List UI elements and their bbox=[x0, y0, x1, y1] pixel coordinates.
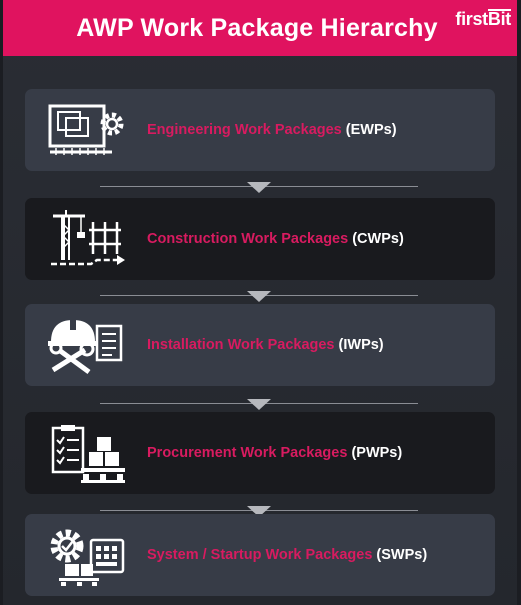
package-abbr: (IWPs) bbox=[338, 337, 384, 353]
down-arrow-icon bbox=[247, 182, 271, 193]
package-card-procurement: Procurement Work Packages (PWPs) bbox=[25, 412, 495, 494]
package-name: Procurement Work Packages bbox=[147, 445, 348, 461]
package-abbr: (EWPs) bbox=[345, 122, 397, 138]
down-arrow-icon bbox=[247, 506, 271, 517]
down-arrow-icon bbox=[247, 399, 271, 410]
firstbit-logo: firstBit bbox=[455, 9, 511, 30]
down-arrow-icon bbox=[247, 291, 271, 302]
package-label: System / Startup Work Packages (SWPs) bbox=[147, 547, 427, 563]
package-label: Construction Work Packages (CWPs) bbox=[147, 231, 404, 247]
package-label: Installation Work Packages (IWPs) bbox=[147, 337, 384, 353]
crane-scaffold-icon bbox=[45, 206, 127, 272]
package-abbr: (SWPs) bbox=[376, 547, 428, 563]
package-name: Installation Work Packages bbox=[147, 337, 335, 353]
gear-control-panel-icon bbox=[45, 522, 127, 588]
hierarchy-connector bbox=[100, 506, 418, 524]
package-abbr: (PWPs) bbox=[351, 445, 403, 461]
hierarchy-connector bbox=[100, 182, 418, 200]
blueprint-gear-icon bbox=[45, 97, 127, 163]
package-card-construction: Construction Work Packages (CWPs) bbox=[25, 198, 495, 280]
package-name: System / Startup Work Packages bbox=[147, 547, 373, 563]
package-label: Engineering Work Packages (EWPs) bbox=[147, 122, 397, 138]
page-title: AWP Work Package Hierarchy bbox=[76, 13, 438, 42]
package-card-engineering: Engineering Work Packages (EWPs) bbox=[25, 89, 495, 171]
package-abbr: (CWPs) bbox=[352, 231, 404, 247]
hierarchy-connector bbox=[100, 399, 418, 417]
package-card-installation: Installation Work Packages (IWPs) bbox=[25, 304, 495, 386]
package-label: Procurement Work Packages (PWPs) bbox=[147, 445, 402, 461]
hierarchy-connector bbox=[100, 291, 418, 309]
hardhat-wrench-checklist-icon bbox=[45, 312, 127, 378]
package-name: Engineering Work Packages bbox=[147, 122, 342, 138]
logo-text-bit: Bit bbox=[487, 9, 511, 29]
checklist-pallet-icon bbox=[45, 420, 127, 486]
package-name: Construction Work Packages bbox=[147, 231, 349, 247]
package-card-system-startup: System / Startup Work Packages (SWPs) bbox=[25, 514, 495, 596]
header-banner: AWP Work Package Hierarchy firstBit bbox=[3, 0, 517, 56]
logo-text-first: first bbox=[455, 9, 488, 29]
